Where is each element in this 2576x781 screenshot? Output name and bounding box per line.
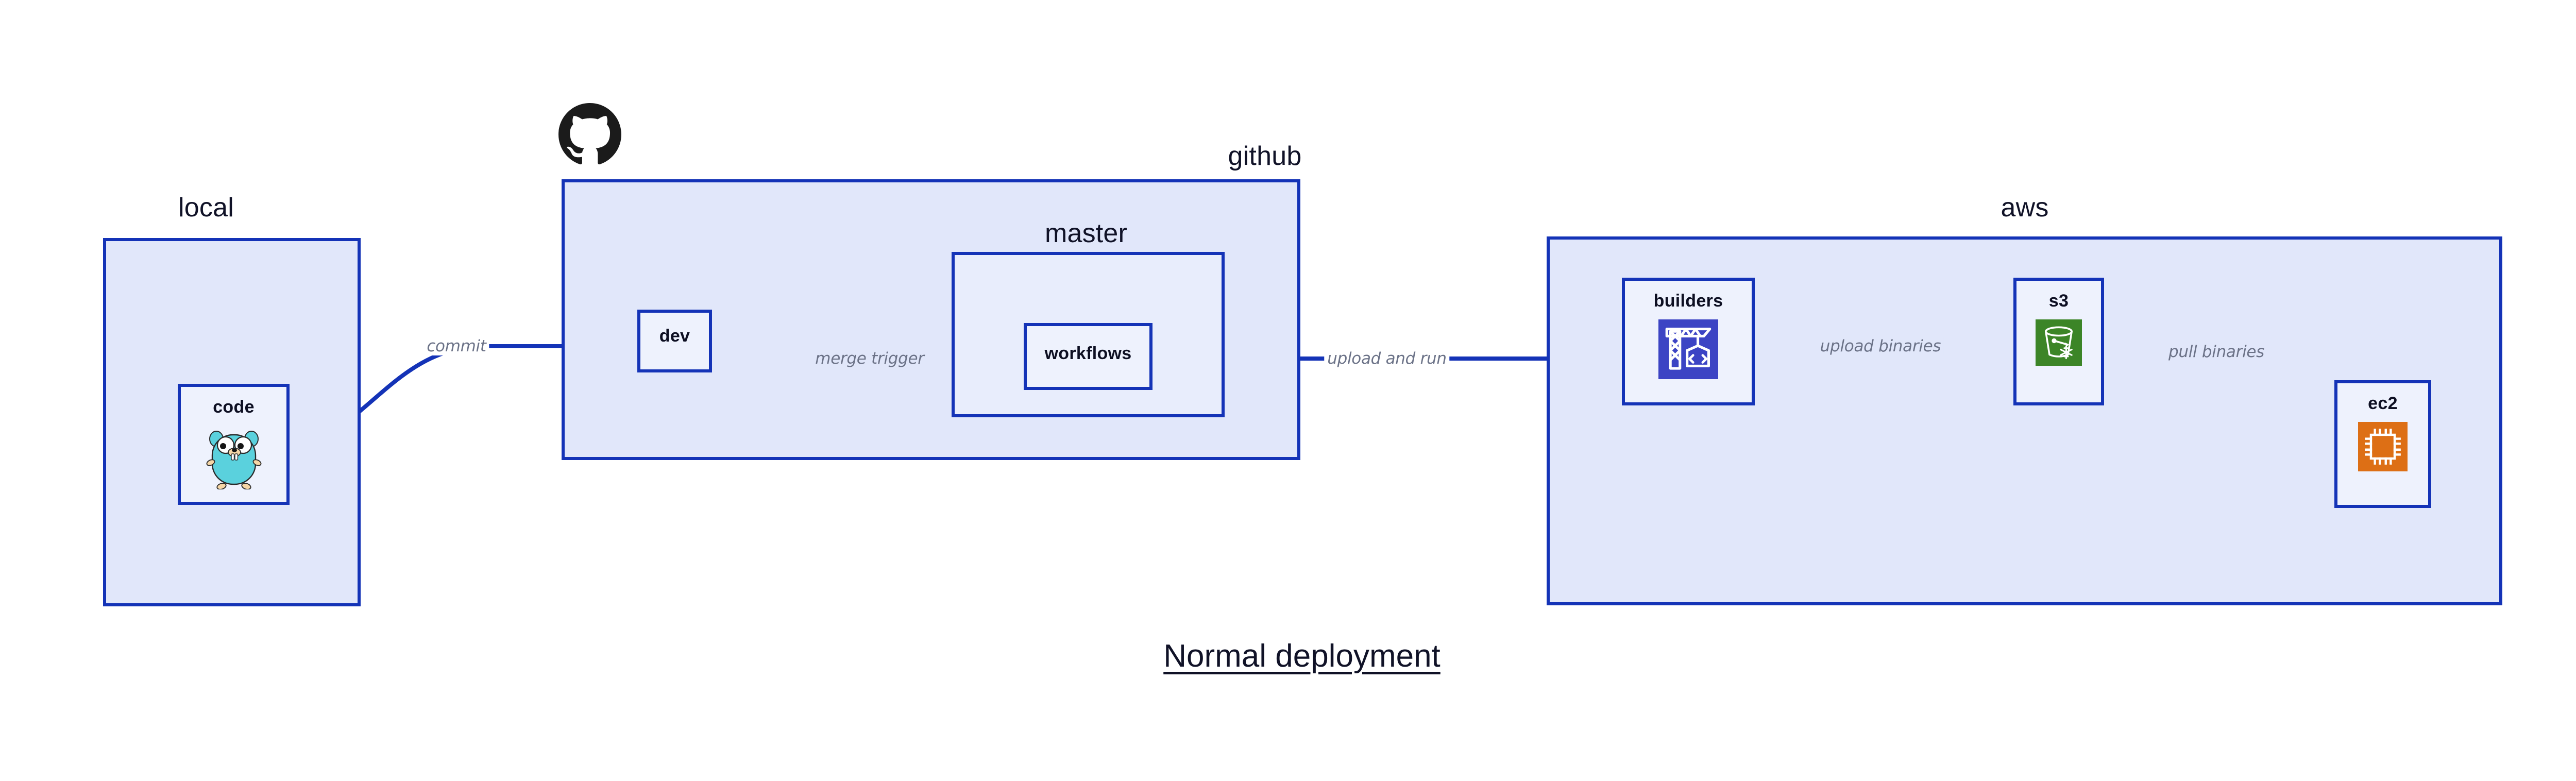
go-gopher-icon: [204, 426, 264, 489]
node-ec2-label: ec2: [2368, 394, 2398, 413]
node-dev-label: dev: [659, 326, 690, 346]
node-builders[interactable]: builders: [1622, 278, 1755, 405]
group-label-github: github: [1228, 141, 1302, 171]
aws-ec2-chip-icon: [2358, 422, 2408, 471]
node-workflows[interactable]: workflows: [1024, 323, 1153, 390]
node-code[interactable]: code: [178, 384, 290, 505]
edge-label-commit: commit: [423, 337, 489, 355]
group-label-local: local: [178, 193, 234, 223]
page-title: Normal deployment: [1163, 638, 1440, 674]
edge-label-pull-binaries: pull binaries: [2165, 343, 2268, 361]
aws-s3-glacier-icon: [2036, 319, 2082, 366]
group-label-aws: aws: [2001, 193, 2049, 223]
node-dev[interactable]: dev: [637, 310, 712, 372]
node-ec2[interactable]: ec2: [2334, 380, 2431, 508]
edge-label-upload-binaries: upload binaries: [1817, 337, 1944, 355]
aws-codebuild-icon: [1658, 319, 1718, 379]
edge-label-merge-trigger: merge trigger: [812, 349, 927, 368]
node-builders-label: builders: [1653, 291, 1723, 311]
edge-label-upload-and-run: upload and run: [1324, 349, 1450, 368]
node-workflows-label: workflows: [1044, 344, 1132, 363]
github-octocat-icon: [558, 103, 621, 166]
node-code-label: code: [213, 397, 255, 417]
node-s3-label: s3: [2048, 291, 2069, 311]
node-s3[interactable]: s3: [2013, 278, 2104, 405]
group-label-master: master: [1044, 218, 1128, 248]
